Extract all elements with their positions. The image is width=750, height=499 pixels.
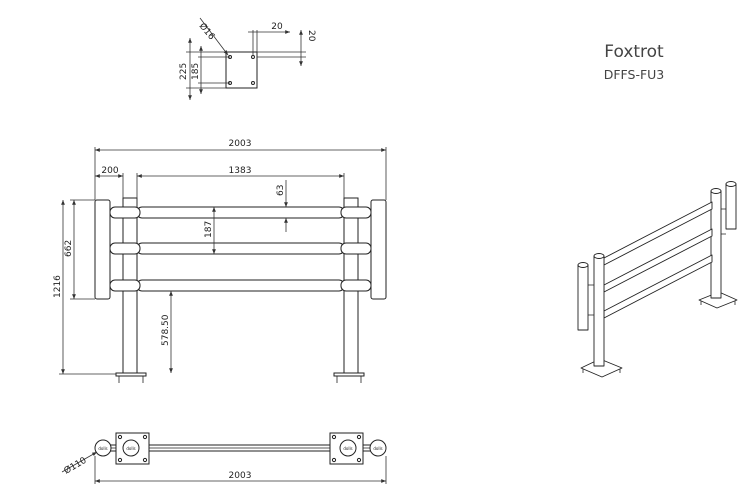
front-elevation-view xyxy=(59,147,387,383)
detail-width-a-label: 20 xyxy=(271,22,283,32)
front-end-width-label: 200 xyxy=(101,166,118,176)
detail-height-outer-label: 225 xyxy=(179,63,189,80)
front-rail-spacing-label: 187 xyxy=(204,221,214,238)
plan-badge-3: dolls xyxy=(343,446,352,451)
product-code: DFFS-FU3 xyxy=(604,67,665,82)
product-name: Foxtrot xyxy=(604,42,664,62)
plan-badge-1: dolls xyxy=(98,446,107,451)
front-rail-length-label: 1383 xyxy=(229,166,252,176)
plan-post-diameter-label: Ø110 xyxy=(62,455,89,477)
detail-height-inner-label: 185 xyxy=(191,63,201,80)
front-lower-height-label: 578.50 xyxy=(161,314,171,346)
isometric-view xyxy=(577,181,738,378)
plan-view xyxy=(61,432,387,484)
front-post-height-label: 662 xyxy=(64,240,74,257)
plan-badge-2: dolls xyxy=(126,446,135,451)
detail-diameter-label: Ø16 xyxy=(197,21,218,42)
plan-badge-4: dolls xyxy=(373,446,382,451)
front-overall-height-label: 1216 xyxy=(53,275,63,298)
bracket-detail-view xyxy=(186,17,306,100)
detail-width-b-label: 20 xyxy=(306,30,316,42)
plan-overall-width-label: 2003 xyxy=(229,471,252,481)
front-overall-width-label: 2003 xyxy=(229,139,252,149)
front-rail-gap-label: 63 xyxy=(276,185,286,196)
